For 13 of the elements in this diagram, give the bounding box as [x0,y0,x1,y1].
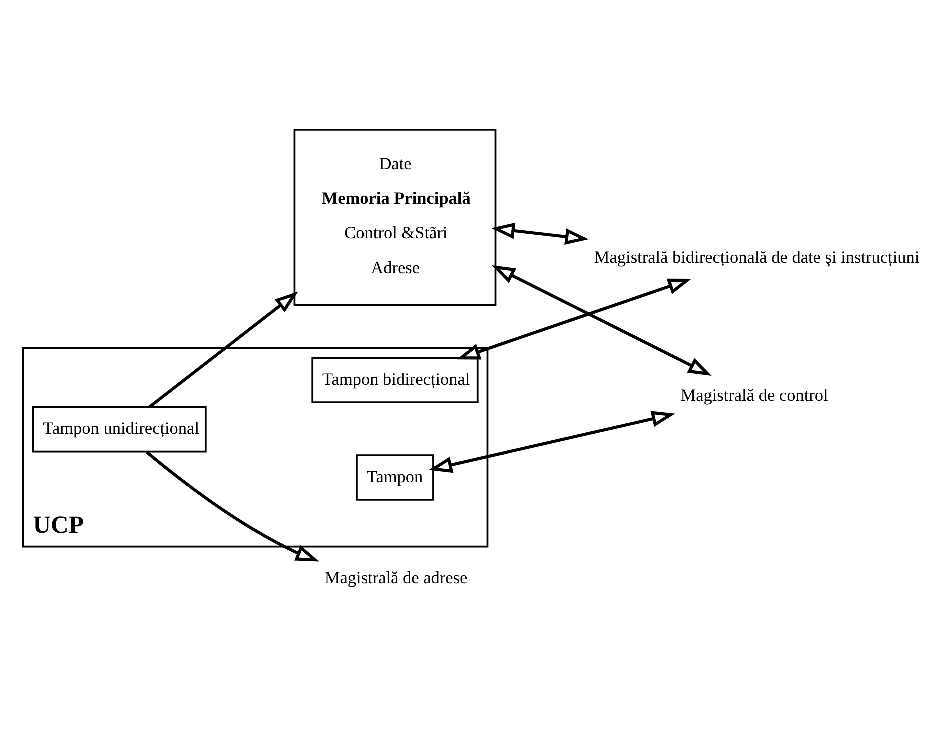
arrow [429,411,676,474]
node-box: Tampon bidirecțional [312,357,479,404]
arrow [146,451,320,562]
arrow [148,292,298,409]
node-box: Date Memoria Principală Control &Stãri Adrese [294,129,497,306]
arrow [456,278,692,360]
node-box: Tampon unidirecțional [32,406,207,453]
node-box: Tampon [356,454,434,501]
node-text: Magistrală de adrese [324,568,468,588]
arrow [492,265,712,376]
node-text: Magistrală bidirecțională de date şi instrucțiuni [594,248,920,267]
arrow [491,222,589,245]
node-text: Magistrală de control [680,386,828,405]
